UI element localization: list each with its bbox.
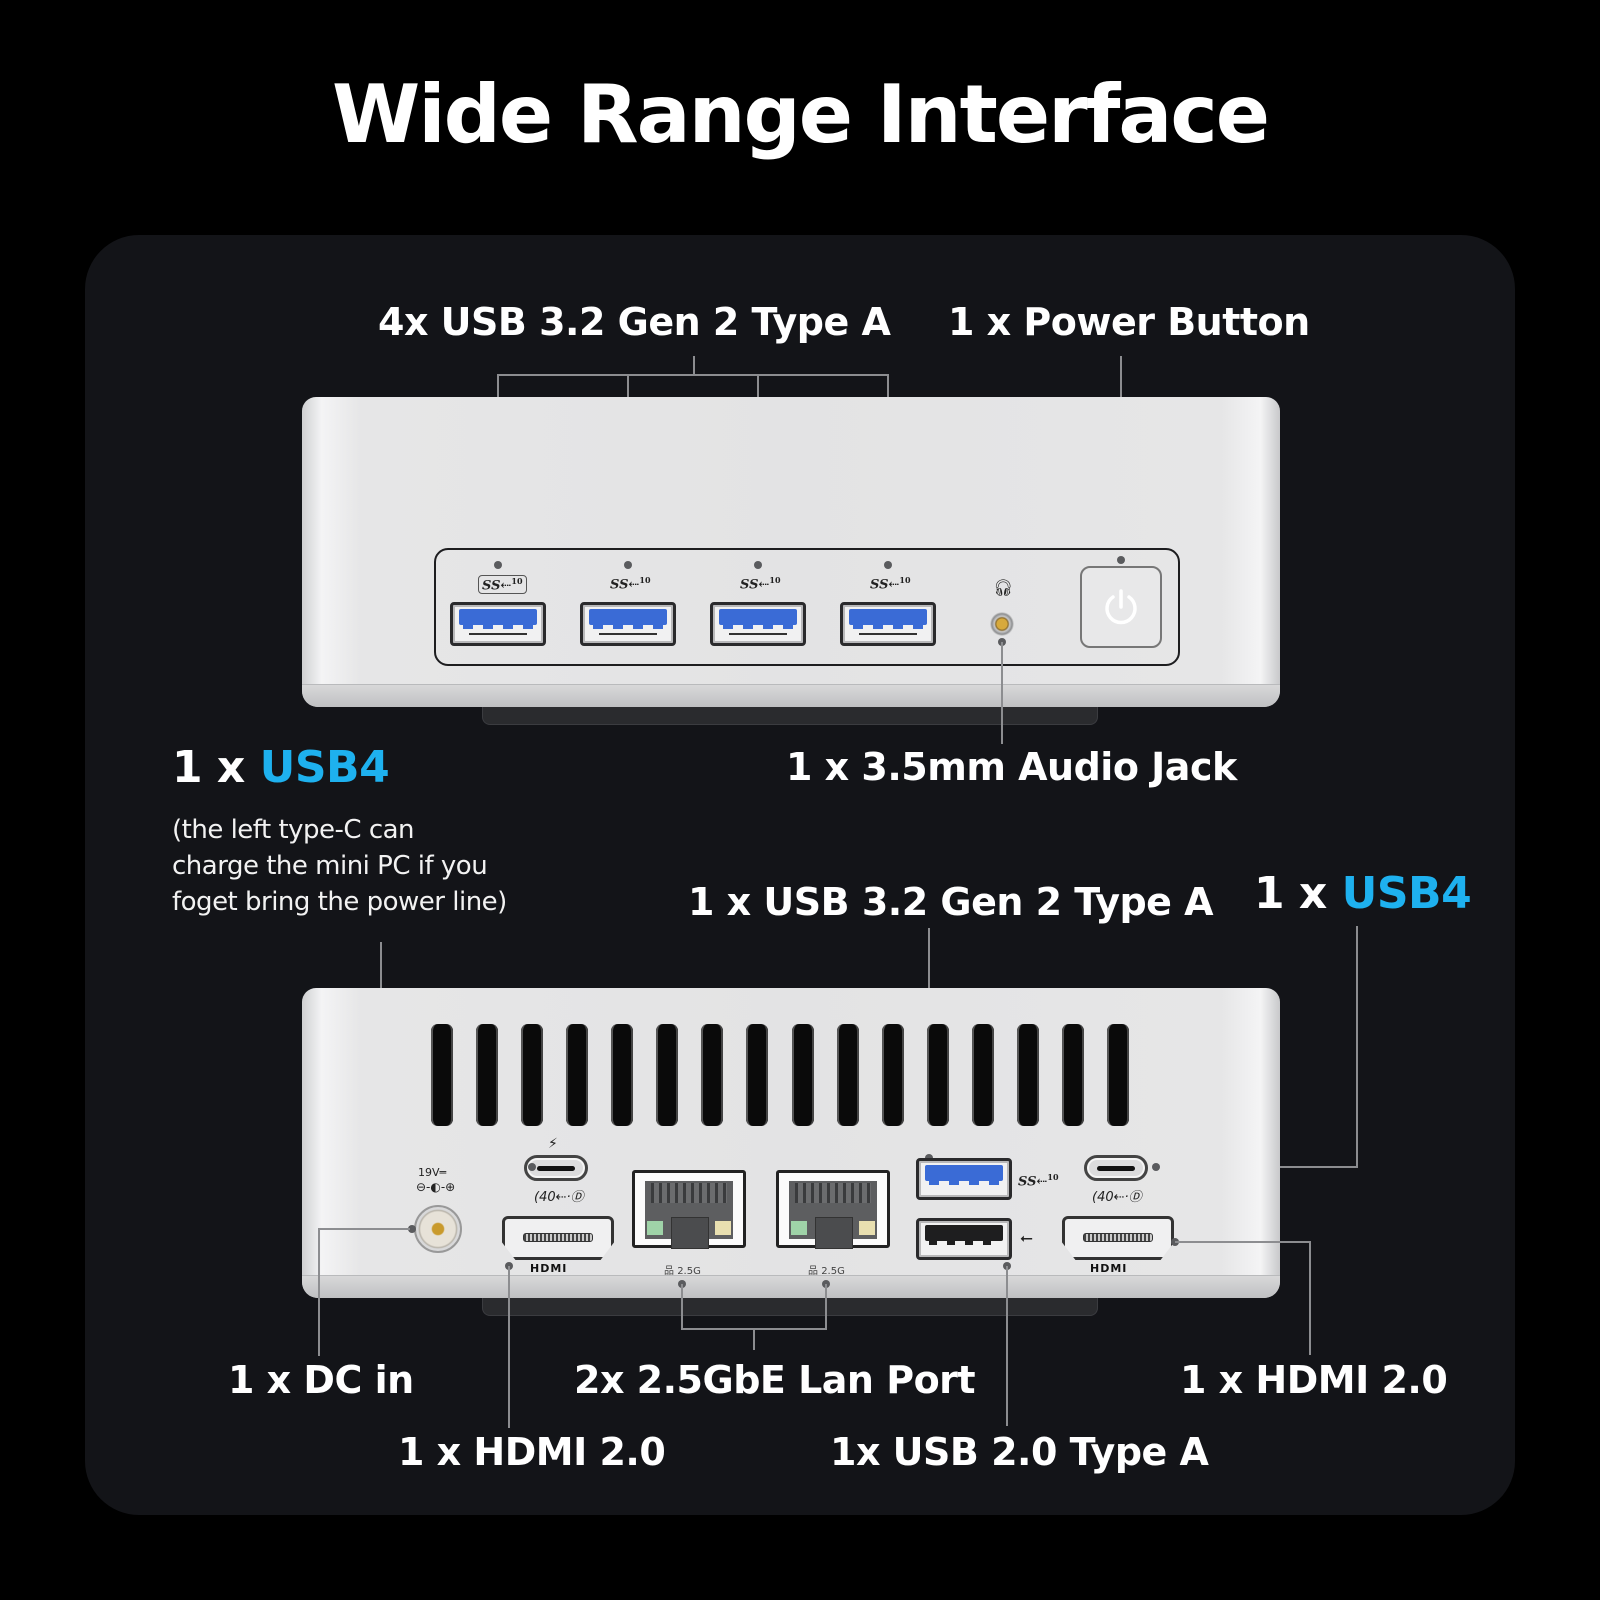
vent-slot: [656, 1024, 679, 1126]
leader-line: [1175, 1241, 1311, 1243]
page-title: Wide Range Interface: [331, 68, 1270, 161]
leader-line: [681, 1284, 683, 1330]
leader-line: [318, 1228, 320, 1356]
usb-a-port-2[interactable]: [580, 602, 676, 646]
ss-usb-10-charge-icon: SS⇠10: [478, 575, 527, 595]
label-audio-jack: 1 x 3.5mm Audio Jack: [786, 745, 1237, 789]
device-foot: [482, 1298, 1098, 1316]
vent-slot: [971, 1024, 994, 1126]
hdmi-logo: HDMI: [1090, 1262, 1128, 1275]
leader-dot: [754, 561, 762, 569]
vent-slot: [521, 1024, 544, 1126]
headset-icon: 🎧︎: [993, 578, 1014, 597]
label-lan-ports: 2x 2.5GbE Lan Port: [574, 1358, 976, 1402]
usb-a-port-1[interactable]: [450, 602, 546, 646]
leader-dot: [494, 561, 502, 569]
vent-slot: [1107, 1024, 1129, 1126]
label-power-button: 1 x Power Button: [948, 300, 1310, 344]
ss-usb-10-icon: SS⇠10: [1018, 1172, 1059, 1190]
hdmi-port-left[interactable]: [502, 1216, 614, 1260]
leader-dot: [1117, 556, 1125, 564]
label-usb4-left: 1 x USB4: [172, 742, 390, 793]
vent-slot: [701, 1024, 724, 1126]
hdmi-logo: HDMI: [530, 1262, 568, 1275]
label-dc-in: 1 x DC in: [228, 1358, 414, 1402]
leader-line: [1001, 642, 1003, 744]
power-icon: [1105, 589, 1137, 625]
dc-polarity-icon: ⊖-◐-⊕: [416, 1180, 456, 1194]
mini-pc-front: [302, 397, 1280, 707]
thunderbolt-40-dp-icon: (40⇠·Ⓓ: [1092, 1190, 1142, 1205]
usb4-port-right[interactable]: [1084, 1155, 1148, 1181]
vent-slot: [566, 1024, 589, 1126]
hdmi-port-right[interactable]: [1062, 1216, 1174, 1260]
usb-a-port-4[interactable]: [840, 602, 936, 646]
leader-line: [1006, 1266, 1008, 1426]
leader-line: [825, 1284, 827, 1330]
leader-dot: [408, 1225, 416, 1233]
lan-port-1[interactable]: [632, 1170, 746, 1249]
network-icon: 品 2.5G: [808, 1266, 845, 1277]
vent-slot: [611, 1024, 634, 1126]
leader-line: [1309, 1241, 1311, 1355]
leader-dot: [624, 561, 632, 569]
label-hdmi-left: 1 x HDMI 2.0: [398, 1430, 666, 1474]
vent-slot: [791, 1024, 814, 1126]
device-foot: [482, 707, 1098, 725]
leader-line: [497, 374, 889, 376]
leader-dot: [528, 1163, 536, 1171]
vent-slot: [476, 1024, 499, 1126]
leader-line: [318, 1228, 410, 1230]
lan-port-2[interactable]: [776, 1170, 890, 1249]
network-icon: 品 2.5G: [664, 1266, 701, 1277]
label-usb4-right: 1 x USB4: [1254, 868, 1472, 919]
usb4-charge-note: (the left type-C can charge the mini PC …: [172, 815, 507, 917]
ss-usb-10-icon: SS⇠10: [870, 575, 911, 593]
label-back-usb-a: 1 x USB 3.2 Gen 2 Type A: [688, 880, 1214, 924]
leader-line: [508, 1266, 510, 1428]
leader-line: [753, 1328, 755, 1350]
vent-slot: [926, 1024, 949, 1126]
leader-dot: [1152, 1163, 1160, 1171]
vent-slot: [746, 1024, 769, 1126]
usb4-port-left[interactable]: [524, 1155, 588, 1181]
vent-slot: [1016, 1024, 1039, 1126]
thunderbolt-40-dp-icon: (40⇠·Ⓓ: [534, 1190, 584, 1205]
usb-icon: ⭠: [1020, 1228, 1033, 1247]
vent-slot: [1061, 1024, 1084, 1126]
ss-usb-10-icon: SS⇠10: [740, 575, 781, 593]
power-button[interactable]: [1080, 566, 1162, 648]
usb-a-port-3[interactable]: [710, 602, 806, 646]
label-hdmi-right: 1 x HDMI 2.0: [1180, 1358, 1448, 1402]
charging-plug-icon: ⚡︎: [548, 1136, 558, 1152]
usb-2-port[interactable]: [916, 1218, 1012, 1260]
leader-dot: [884, 561, 892, 569]
usb-a-3-2-port-back[interactable]: [916, 1158, 1012, 1200]
label-usb2: 1x USB 2.0 Type A: [830, 1430, 1209, 1474]
front-port-bay: [434, 548, 1180, 666]
dc-in-jack[interactable]: [414, 1205, 462, 1253]
dc-voltage-marking: 19V═: [418, 1166, 447, 1179]
vent-slot: [431, 1024, 453, 1126]
label-front-usb-a: 4x USB 3.2 Gen 2 Type A: [378, 300, 891, 344]
leader-line: [1356, 926, 1358, 1168]
leader-line: [693, 356, 695, 376]
vent-slot: [881, 1024, 904, 1126]
audio-jack[interactable]: [990, 612, 1014, 636]
ss-usb-10-icon: SS⇠10: [610, 575, 651, 593]
vent-slot: [836, 1024, 859, 1126]
